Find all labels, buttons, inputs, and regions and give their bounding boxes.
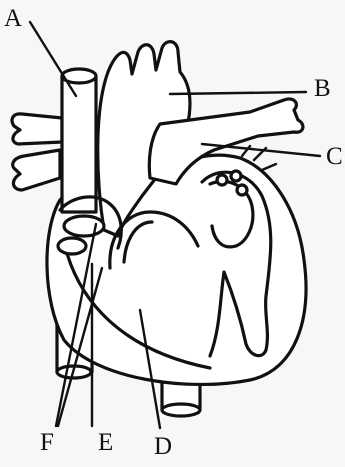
label-a: A <box>4 5 22 32</box>
superior-vena-cava <box>62 69 96 212</box>
label-d: D <box>154 433 172 460</box>
leader-a <box>30 22 76 96</box>
label-f: F <box>40 429 54 456</box>
pulmonary-veins-left <box>12 114 62 190</box>
vessel-opening-2 <box>231 171 241 181</box>
label-c: C <box>326 143 343 170</box>
vessel-opening-1 <box>217 175 227 185</box>
label-e: E <box>98 429 113 456</box>
vessel-opening-3 <box>237 185 247 195</box>
label-b: B <box>314 75 331 102</box>
